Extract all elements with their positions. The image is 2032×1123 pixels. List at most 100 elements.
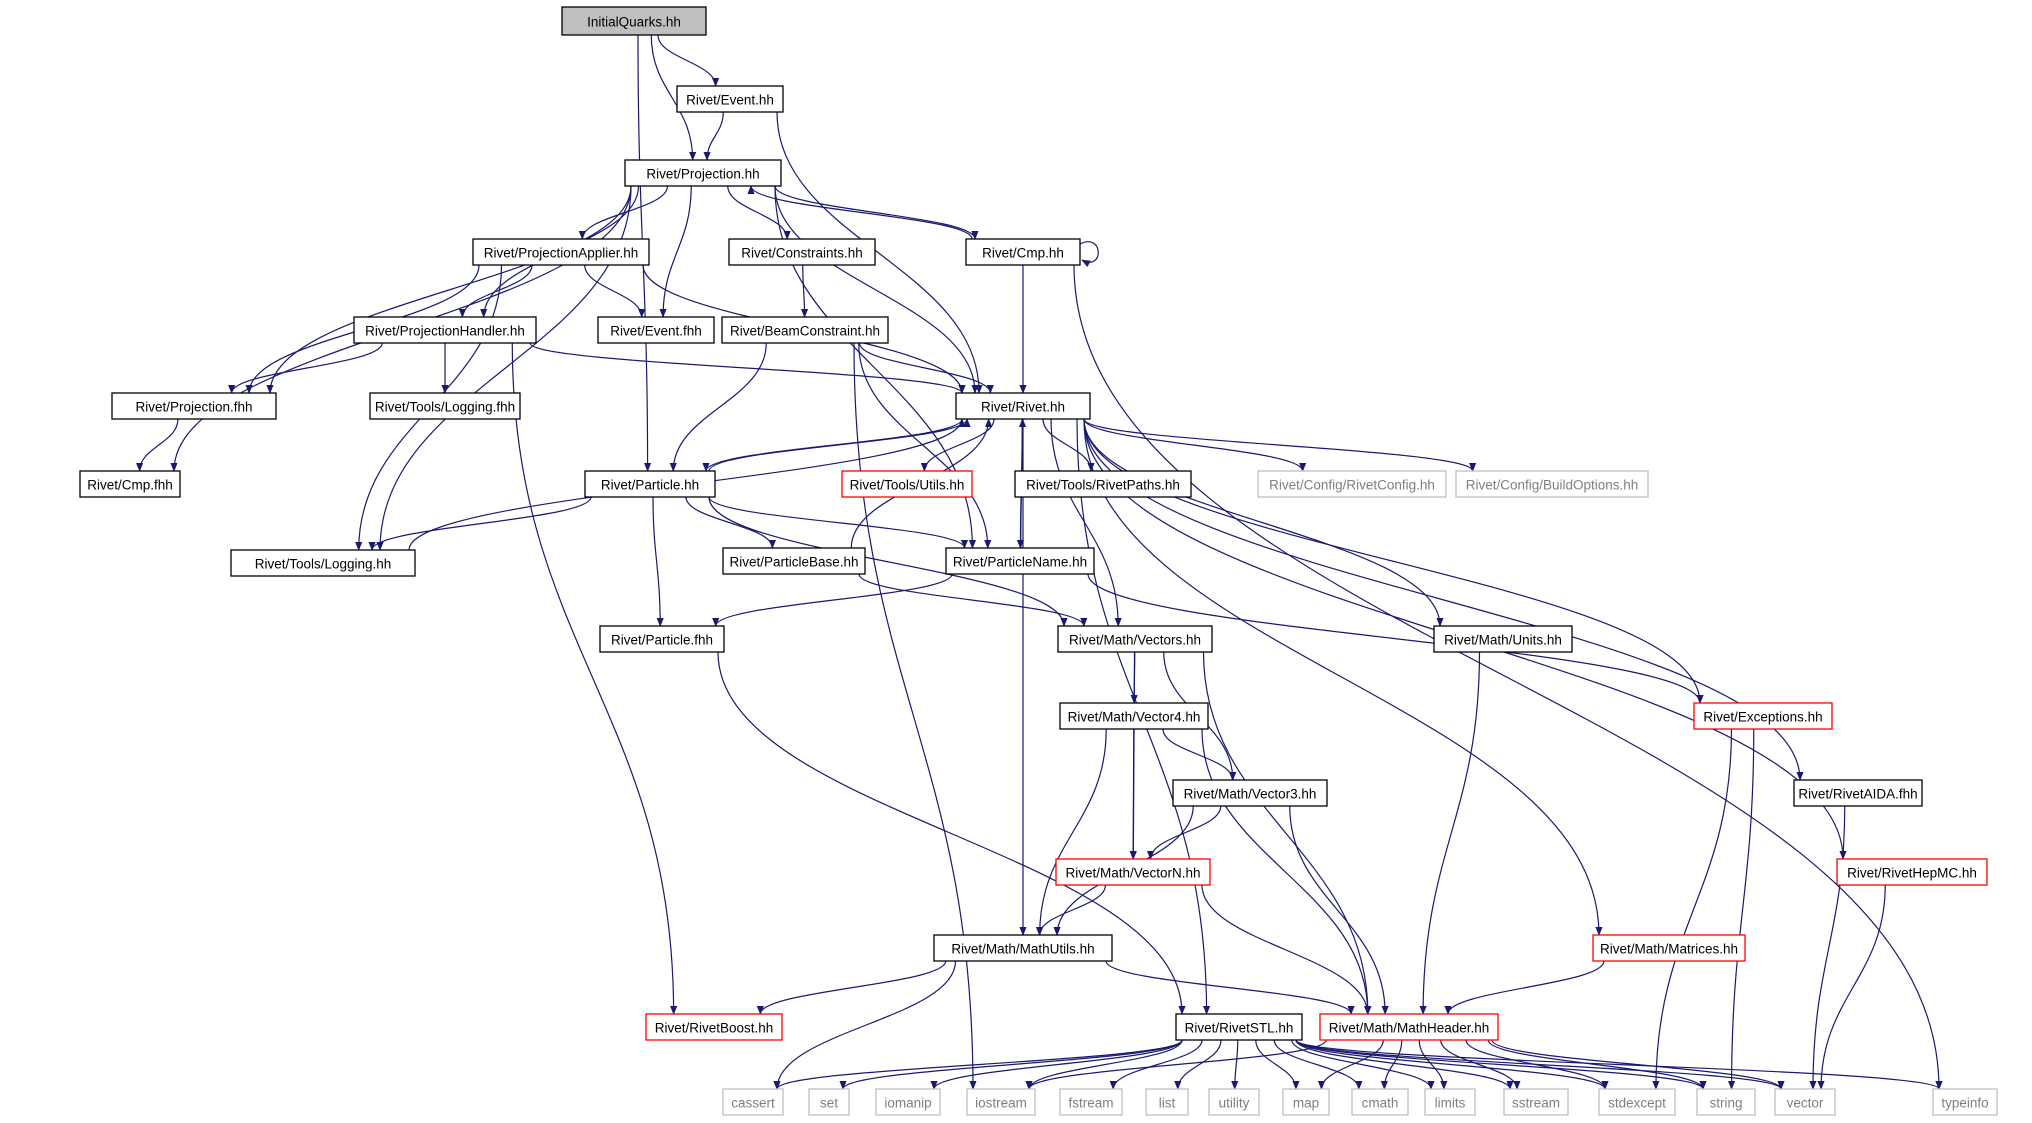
graph-node[interactable]: cmath	[1351, 1088, 1409, 1116]
dependency-edge	[1042, 418, 1095, 472]
graph-node[interactable]: Rivet/Config/RivetConfig.hh	[1257, 470, 1447, 498]
graph-node[interactable]: Rivet/Rivet.hh	[955, 392, 1091, 420]
dependency-edge	[1083, 418, 1444, 627]
node-box	[1696, 1088, 1756, 1116]
graph-node[interactable]: Rivet/Math/MathHeader.hh	[1319, 1013, 1499, 1041]
dependency-edge	[712, 573, 953, 627]
graph-node[interactable]: typeinfo	[1932, 1088, 1998, 1116]
node-label: Rivet/Math/Matrices.hh	[1600, 942, 1738, 957]
graph-node[interactable]: Rivet/RivetHepMC.hh	[1836, 858, 1988, 886]
graph-node[interactable]: Rivet/Constraints.hh	[728, 238, 876, 266]
node-label: Rivet/Event.fhh	[610, 324, 702, 339]
graph-node[interactable]: list	[1145, 1088, 1189, 1116]
dependency-edge	[136, 418, 179, 472]
graph-node[interactable]: Rivet/ProjectionApplier.hh	[472, 238, 650, 266]
graph-node[interactable]: Rivet/BeamConstraint.hh	[721, 316, 889, 344]
node-box	[721, 316, 889, 344]
graph-node[interactable]: Rivet/RivetBoost.hh	[645, 1013, 783, 1041]
node-box	[1433, 625, 1573, 653]
graph-node[interactable]: utility	[1208, 1088, 1260, 1116]
dependency-edge	[1231, 1039, 1239, 1090]
node-label: iostream	[975, 1096, 1027, 1111]
graph-node[interactable]: Rivet/Math/Units.hh	[1433, 625, 1573, 653]
dependency-edge	[1809, 805, 1846, 1090]
graph-node[interactable]: Rivet/Projection.hh	[624, 159, 782, 187]
graph-node[interactable]: Rivet/Event.fhh	[597, 316, 715, 344]
node-box	[1145, 1088, 1189, 1116]
node-box	[965, 238, 1081, 266]
node-box	[111, 392, 277, 420]
node-box	[1455, 470, 1649, 498]
graph-node[interactable]: Rivet/Config/BuildOptions.hh	[1455, 470, 1649, 498]
dependency-edge	[228, 342, 383, 394]
graph-node[interactable]: Rivet/Tools/Utils.hh	[841, 470, 973, 498]
graph-node[interactable]: string	[1696, 1088, 1756, 1116]
graph-node[interactable]: Rivet/Exceptions.hh	[1693, 702, 1833, 730]
node-label: stdexcept	[1608, 1096, 1666, 1111]
node-box	[1172, 779, 1328, 807]
dependency-edge	[774, 185, 979, 394]
node-box	[624, 159, 782, 187]
node-label: Rivet/Tools/RivetPaths.hh	[1026, 478, 1180, 493]
graph-node[interactable]: limits	[1424, 1088, 1476, 1116]
graph-node[interactable]: Rivet/Math/Vector3.hh	[1172, 779, 1328, 807]
graph-node[interactable]: Rivet/Math/MathUtils.hh	[933, 934, 1113, 962]
dependency-edge	[703, 111, 724, 161]
graph-node[interactable]: Rivet/Particle.fhh	[599, 625, 725, 653]
graph-node[interactable]: Rivet/Math/VectorN.hh	[1055, 858, 1211, 886]
node-label: fstream	[1068, 1096, 1113, 1111]
node-box	[808, 1088, 850, 1116]
node-box	[1793, 779, 1923, 807]
dependency-edge	[858, 342, 992, 549]
graph-node[interactable]: iostream	[966, 1088, 1036, 1116]
graph-node[interactable]: Rivet/ProjectionHandler.hh	[353, 316, 537, 344]
graph-node[interactable]: set	[808, 1088, 850, 1116]
graph-node[interactable]: Rivet/Tools/RivetPaths.hh	[1014, 470, 1192, 498]
node-label: string	[1709, 1096, 1742, 1111]
graph-node[interactable]: Rivet/Math/Vectors.hh	[1057, 625, 1213, 653]
node-box	[1319, 1013, 1499, 1041]
graph-node[interactable]: Rivet/Math/Matrices.hh	[1592, 934, 1746, 962]
graph-node[interactable]: vector	[1774, 1088, 1836, 1116]
node-label: Rivet/RivetBoost.hh	[655, 1021, 774, 1036]
graph-node[interactable]: Rivet/Cmp.fhh	[79, 470, 181, 498]
dependency-edge	[1079, 241, 1099, 268]
graph-node[interactable]: Rivet/ParticleBase.hh	[722, 547, 866, 575]
graph-node[interactable]: sstream	[1503, 1088, 1569, 1116]
graph-node[interactable]: map	[1282, 1088, 1330, 1116]
graph-node[interactable]: fstream	[1059, 1088, 1123, 1116]
graph-node[interactable]: Rivet/Projection.fhh	[111, 392, 277, 420]
node-label: Rivet/Config/RivetConfig.hh	[1269, 478, 1435, 493]
graph-node[interactable]: Rivet/RivetAIDA.fhh	[1793, 779, 1923, 807]
node-box	[1693, 702, 1833, 730]
node-box	[1175, 1013, 1303, 1041]
node-box	[1055, 858, 1211, 886]
graph-node[interactable]: Rivet/ParticleName.hh	[945, 547, 1095, 575]
node-box	[561, 6, 707, 36]
graph-node[interactable]: Rivet/Particle.hh	[584, 470, 716, 498]
dependency-edge	[1295, 1039, 1609, 1090]
node-label: sstream	[1512, 1096, 1560, 1111]
node-box	[79, 470, 181, 498]
dependency-edge	[1444, 960, 1605, 1015]
node-label: Rivet/RivetSTL.hh	[1185, 1021, 1294, 1036]
dependency-edge	[652, 496, 664, 627]
node-box	[1503, 1088, 1569, 1116]
graph-node[interactable]: Rivet/Cmp.hh	[965, 238, 1081, 266]
graph-node[interactable]: stdexcept	[1598, 1088, 1676, 1116]
dependency-edge	[1295, 1039, 1943, 1090]
graph-node[interactable]: iomanip	[875, 1088, 941, 1116]
node-label: map	[1293, 1096, 1319, 1111]
node-label: Rivet/Math/Units.hh	[1444, 633, 1562, 648]
dependency-edge	[1652, 728, 1733, 1090]
graph-node[interactable]: Rivet/Event.hh	[676, 85, 784, 113]
graph-node[interactable]: Rivet/RivetSTL.hh	[1175, 1013, 1303, 1041]
graph-node[interactable]: Rivet/Tools/Logging.hh	[230, 549, 416, 577]
graph-node[interactable]: cassert	[722, 1088, 784, 1116]
graph-node[interactable]: InitialQuarks.hh	[561, 6, 707, 36]
graph-node[interactable]: Rivet/Tools/Logging.fhh	[369, 392, 521, 420]
node-label: Rivet/Config/BuildOptions.hh	[1466, 478, 1639, 493]
graph-node[interactable]: Rivet/Math/Vector4.hh	[1059, 702, 1209, 730]
dependency-edge	[1817, 884, 1886, 1090]
dependency-edge	[773, 1039, 1183, 1090]
